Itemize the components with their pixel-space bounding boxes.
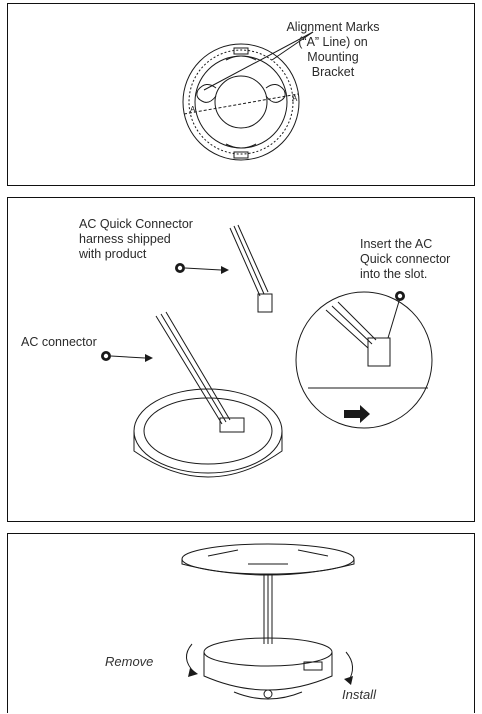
bracket-outer-ring	[182, 43, 300, 161]
callout-leader-right	[271, 31, 314, 61]
remove-arrowhead	[188, 668, 198, 677]
install-label: Install	[342, 687, 376, 702]
remove-label: Remove	[105, 654, 154, 669]
alarm-dome	[233, 691, 303, 700]
install-arrowhead	[344, 676, 353, 685]
connecting-wires	[263, 574, 273, 644]
alarm-body	[203, 652, 333, 691]
insert-label: Insert the AC Quick connector into the s…	[360, 237, 450, 282]
ac-arrowhead	[145, 354, 153, 362]
insert-label-line: Quick connector	[360, 252, 451, 266]
remove-install-illustration	[181, 543, 355, 700]
ac-wires	[155, 311, 231, 425]
bracket-ridge-ring	[188, 49, 294, 155]
callout-line: Mounting	[307, 50, 359, 64]
zoom-connector	[367, 337, 391, 367]
harness-label-line: harness shipped	[79, 232, 171, 246]
mounting-plate-edge	[181, 559, 355, 576]
bracket-keyhole-right	[265, 84, 286, 103]
callout-leader-left	[203, 31, 314, 91]
panel-ac-connector: AC Quick Connector harness shipped with …	[7, 197, 475, 522]
alarm-connector-slot	[219, 417, 245, 433]
alarm-vent	[303, 661, 323, 671]
bracket-slot-top	[225, 55, 257, 61]
alignment-line	[183, 93, 299, 115]
harness-label-line: with product	[79, 247, 147, 261]
mark-letter-right: A	[292, 94, 298, 103]
bracket-keyhole-left	[196, 84, 217, 103]
alarm-side	[133, 431, 283, 478]
callout-line: Alignment Marks	[286, 20, 380, 34]
remove-arrow-curve	[186, 643, 195, 673]
zoom-circle	[295, 291, 433, 429]
insert-label-line: Insert the AC	[360, 237, 433, 251]
ac-connector-illustration	[101, 224, 433, 478]
zoom-wires	[325, 301, 377, 349]
alarm-test-button	[263, 689, 273, 699]
callout-line: Bracket	[311, 65, 355, 79]
harness-arrowhead	[221, 266, 229, 274]
mounting-plate-details	[207, 549, 329, 565]
harness-plug	[257, 293, 273, 313]
panel-mounting-bracket: A A Alignment Marks (“A” Line) on Mounti…	[7, 3, 475, 186]
bracket-slot-bottom	[225, 143, 257, 149]
ac-connector-label: AC connector	[21, 335, 97, 349]
mounting-bracket-illustration: A A	[182, 31, 314, 161]
insert-label-line: into the slot.	[360, 267, 428, 281]
mark-letter-left: A	[190, 105, 196, 114]
panel-remove-install: Remove Install	[7, 533, 475, 713]
insert-leader	[387, 297, 401, 339]
insert-direction-arrow	[344, 405, 370, 423]
alignment-callout: Alignment Marks (“A” Line) on Mounting B…	[263, 20, 403, 80]
bracket-center-hole	[214, 75, 268, 129]
bracket-tab-bottom	[233, 151, 249, 159]
bracket-tab-top	[233, 47, 249, 55]
harness-label-line: AC Quick Connector	[79, 217, 193, 231]
callout-line: (“A” Line) on	[298, 35, 368, 49]
harness-wires	[229, 224, 269, 297]
harness-label: AC Quick Connector harness shipped with …	[79, 217, 193, 262]
alarm-inner-ring	[143, 397, 273, 465]
